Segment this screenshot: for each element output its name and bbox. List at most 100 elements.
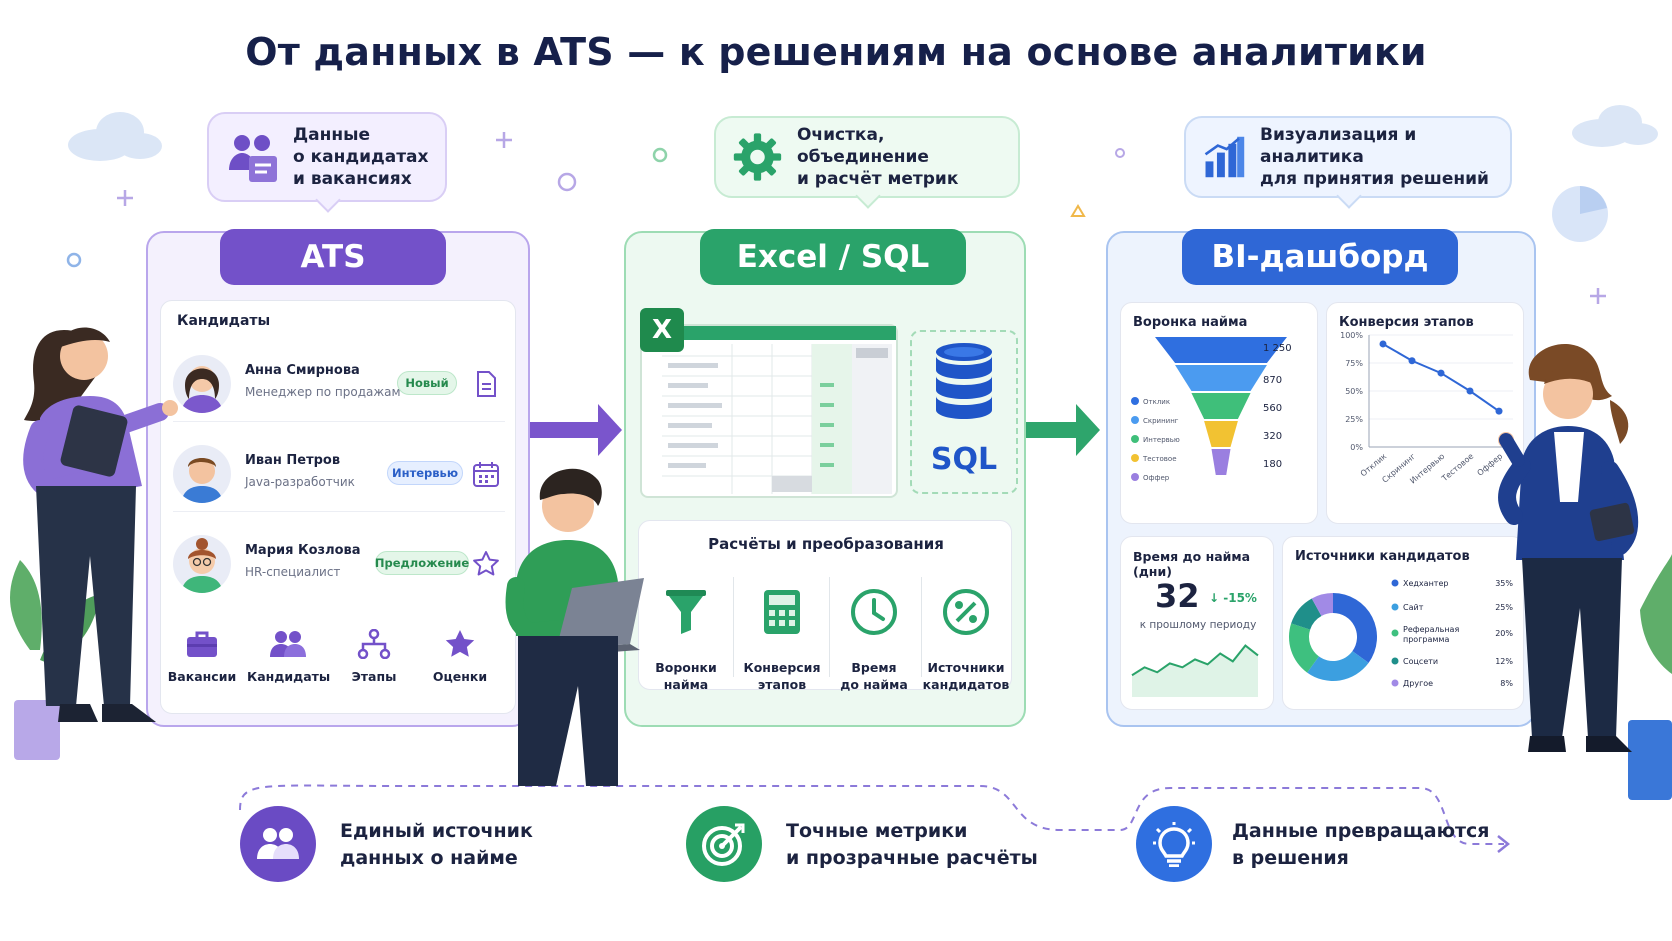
sources-title: Источники кандидатов <box>1295 549 1470 564</box>
callout-cleaning: Очистка, объединение и расчёт метрик <box>714 116 1020 209</box>
time-card: Время до найма (дни) 32 ↓ -15% к прошлом… <box>1120 536 1274 710</box>
callout-viz: Визуализация и аналитика для принятия ре… <box>1184 116 1512 209</box>
conversion-point <box>1379 340 1387 348</box>
bar-chart-icon <box>1204 136 1245 178</box>
callout-data-text: Данные о кандидатах и вакансиях <box>293 125 429 189</box>
document-icon[interactable] <box>471 369 501 399</box>
pie-slice <box>1291 598 1322 630</box>
excel-title: Excel / SQL <box>700 229 966 285</box>
legend-label: Оффер <box>1143 474 1170 482</box>
nav-candidates[interactable]: Кандидаты <box>247 629 330 684</box>
legend-swatch <box>1391 657 1399 665</box>
candidate-name: Анна Смирнова <box>245 363 360 378</box>
benefit-icon-circle <box>1136 806 1212 882</box>
nav-stages[interactable]: Этапы <box>333 629 415 684</box>
funnel-bar <box>1191 393 1251 419</box>
legend-value: 8% <box>1500 679 1513 688</box>
funnel-bar <box>1155 337 1287 363</box>
avatar <box>173 355 231 413</box>
legend-swatch <box>1131 416 1139 424</box>
candidates-card: Кандидаты Анна Смирнова Менеджер по прод… <box>160 300 516 714</box>
legend-label: Соцсети <box>1403 657 1438 666</box>
time-title: Время до найма (дни) <box>1133 549 1251 579</box>
calc-time-to-hire[interactable]: Время до найма <box>829 571 919 693</box>
sql-label: SQL <box>930 442 998 477</box>
candidate-row[interactable]: Мария Козлова HR-специалист Предложение <box>173 521 505 601</box>
funnel-value-label: 180 <box>1263 459 1282 470</box>
status-badge: Интервью <box>387 461 463 485</box>
avatar <box>173 445 231 503</box>
benefit-text: Точные метрики и прозрачные расчёты <box>786 820 1038 869</box>
briefcase-icon <box>187 631 217 657</box>
users-icon <box>257 828 299 859</box>
benefit-icon-circle <box>240 806 316 882</box>
legend-swatch <box>1131 454 1139 462</box>
nav-ratings[interactable]: Оценки <box>419 629 501 684</box>
funnel-title: Воронка найма <box>1133 315 1248 330</box>
candidate-name: Мария Козлова <box>245 543 361 558</box>
time-value: 32 <box>1155 577 1200 615</box>
legend-label: Интервью <box>1143 436 1180 444</box>
legend-swatch <box>1391 579 1399 587</box>
y-tick-label: 25% <box>1345 415 1363 424</box>
conversion-point <box>1437 369 1445 377</box>
y-tick-label: 100% <box>1340 331 1363 340</box>
calc-sources[interactable]: Источники кандидатов <box>921 571 1011 693</box>
calculator-icon <box>764 590 800 634</box>
calculations-card: Расчёты и преобразования Воронки найма К… <box>638 520 1012 693</box>
pie-slice <box>1289 623 1319 673</box>
nav-vacancies[interactable]: Вакансии <box>161 629 243 684</box>
time-note: к прошлому периоду <box>1139 619 1257 631</box>
candidate-name: Иван Петров <box>245 453 341 468</box>
legend-swatch <box>1131 473 1139 481</box>
candidate-row[interactable]: Анна Смирнова Менеджер по продажам Новый <box>173 341 505 422</box>
legend-value: 20% <box>1495 629 1513 638</box>
gear-icon <box>733 133 782 181</box>
benefit-icon-circle <box>686 806 762 882</box>
down-arrow-icon: ↓ <box>1209 591 1224 605</box>
time-sparkline <box>1131 644 1259 697</box>
funnel-bar <box>1175 365 1267 391</box>
spreadsheet-grid <box>642 326 896 494</box>
page-title: От данных в ATS — к решениям на основе а… <box>245 30 1427 74</box>
legend-label: Скрининг <box>1143 417 1179 425</box>
legend-label: Сайт <box>1403 603 1424 612</box>
percent-icon <box>943 589 989 635</box>
candidate-role: Java-разработчик <box>245 475 355 489</box>
calc-conversion[interactable]: Конверсия этапов <box>737 571 827 693</box>
calendar-icon[interactable] <box>471 459 501 489</box>
pie-slice <box>1333 593 1377 663</box>
conversion-chart: 100%75%50%25%0%ОткликСкринингИнтервьюТес… <box>1340 331 1513 486</box>
pie-slice <box>1311 593 1333 616</box>
calc-funnels[interactable]: Воронки найма <box>641 571 731 693</box>
pie-slice <box>1307 651 1369 681</box>
star-icon[interactable] <box>471 549 501 579</box>
benefit-text: Данные превращаются в решения <box>1232 820 1490 869</box>
time-line <box>1131 644 1259 677</box>
legend-value: 25% <box>1495 603 1513 612</box>
clock-icon <box>851 589 897 635</box>
legend-label: Тестовое <box>1142 455 1177 463</box>
time-change: ↓ -15% <box>1209 591 1257 605</box>
legend-value: 35% <box>1495 579 1513 588</box>
candidate-row[interactable]: Иван Петров Java-разработчик Интервью <box>173 431 505 512</box>
star-icon <box>445 630 475 657</box>
dashboard-title: BI-дашборд <box>1182 229 1458 285</box>
conversion-point <box>1495 407 1503 415</box>
funnel-bar <box>1204 421 1238 447</box>
calculations-title: Расчёты и преобразования <box>708 535 944 553</box>
legend-label: Другое <box>1403 679 1433 688</box>
users-icon <box>270 631 306 657</box>
sql-box: SQL <box>910 330 1018 494</box>
callout-data: Данные о кандидатах и вакансиях <box>207 112 447 213</box>
legend-swatch <box>1391 679 1399 687</box>
funnel-value-label: 870 <box>1263 375 1282 386</box>
funnel-value-label: 560 <box>1263 403 1282 414</box>
conversion-point <box>1466 387 1474 395</box>
